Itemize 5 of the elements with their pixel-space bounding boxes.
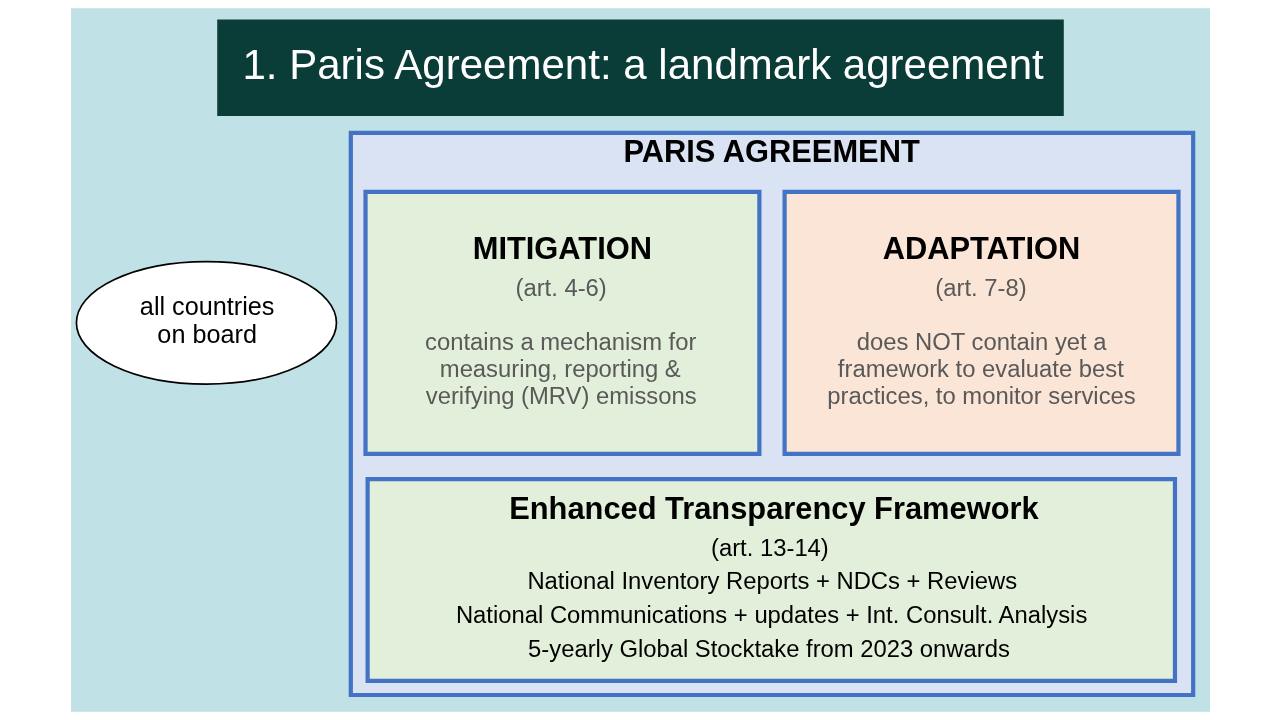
node-box: Enhanced Transparency Framework (art. 13-14) National Inventory Reports + NDCs + Reviews National Communications + updates + Int. Consult. Analysis 5-yearly Global Stocktake from 2023 onwards <box>365 477 1177 684</box>
node-box: MITIGATION (art. 4-6) contains a mechanism for measuring, reporting & verifying (MRV) emissons <box>362 189 761 456</box>
node-box: ADAPTATION (art. 7-8) does NOT contain yet a framework to evaluate best practices, to monitor services <box>782 189 1181 456</box>
diagram-title: 1. Paris Agreement: a landmark agreement <box>241 40 1044 88</box>
node-ellipse: all countries on board <box>75 260 337 385</box>
